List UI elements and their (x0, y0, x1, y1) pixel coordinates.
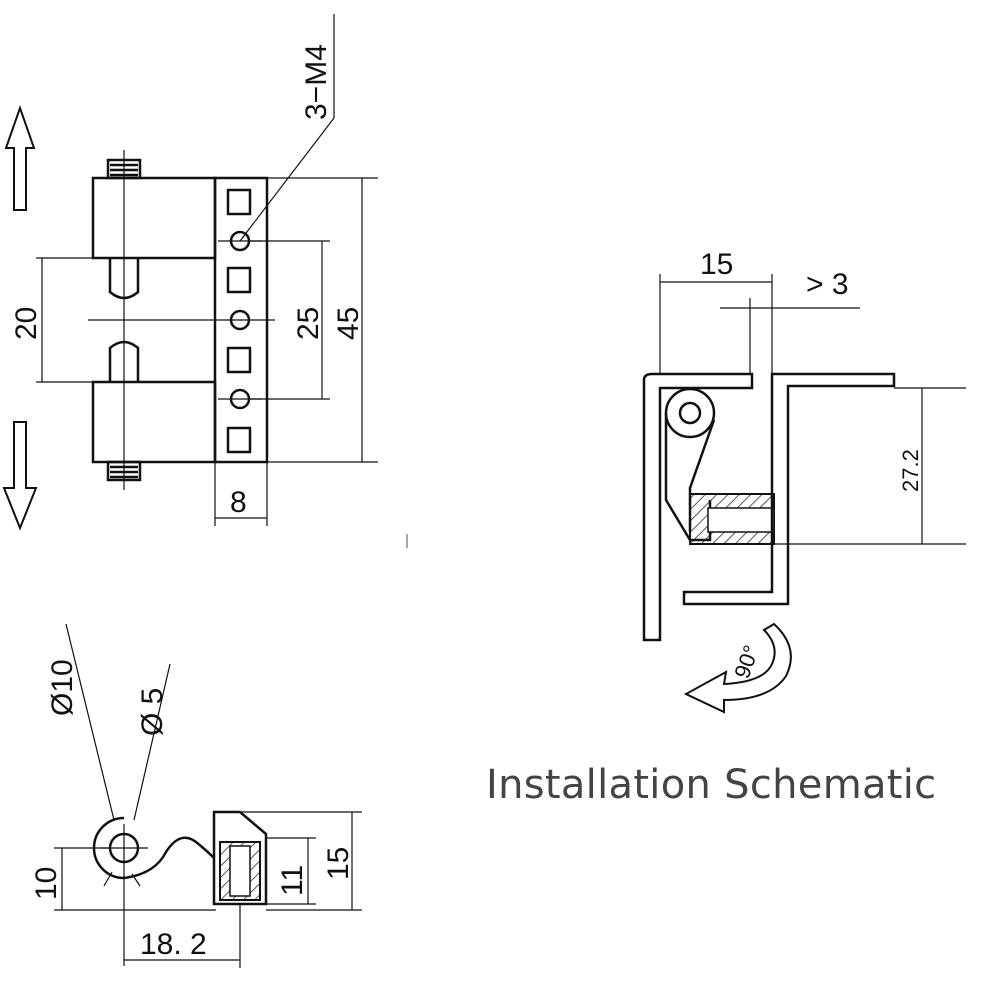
dimension-15-top: 15 (700, 248, 733, 281)
dimension-25: 25 (292, 307, 325, 340)
door-panel (642, 372, 754, 642)
front-view-labels: 3−M4 20 25 45 8 (10, 44, 365, 519)
lower-knuckle (91, 380, 217, 464)
dimension-gap: > 3 (806, 268, 849, 301)
dimension-10: 10 (30, 867, 63, 900)
dimension-8: 8 (230, 486, 247, 519)
front-view (2, 14, 378, 531)
installation-schematic-caption: Installation Schematic (486, 762, 937, 808)
diameter-10-label: Ø10 (46, 659, 79, 716)
side-knuckle (92, 810, 268, 906)
dimension-27-2: 27.2 (898, 449, 923, 492)
down-arrow-icon (2, 421, 38, 531)
installation-schematic (642, 274, 966, 714)
up-arrow-icon (4, 104, 36, 211)
side-view-labels: Ø10 Ø 5 10 11 15 18. 2 (30, 659, 355, 961)
dimension-45: 45 (332, 307, 365, 340)
side-view (54, 623, 362, 968)
schematic-labels: 15 > 3 27.2 90° (700, 248, 923, 682)
rotation-arrow-icon (683, 622, 792, 714)
diameter-5-label: Ø 5 (136, 688, 169, 736)
dimension-18-2: 18. 2 (140, 928, 207, 961)
dimension-11: 11 (276, 865, 309, 896)
dimension-20: 20 (10, 307, 43, 340)
upper-knuckle (91, 176, 217, 260)
dimension-15-side: 15 (322, 847, 355, 880)
thread-callout: 3−M4 (300, 44, 333, 120)
frame-profile (682, 372, 896, 606)
